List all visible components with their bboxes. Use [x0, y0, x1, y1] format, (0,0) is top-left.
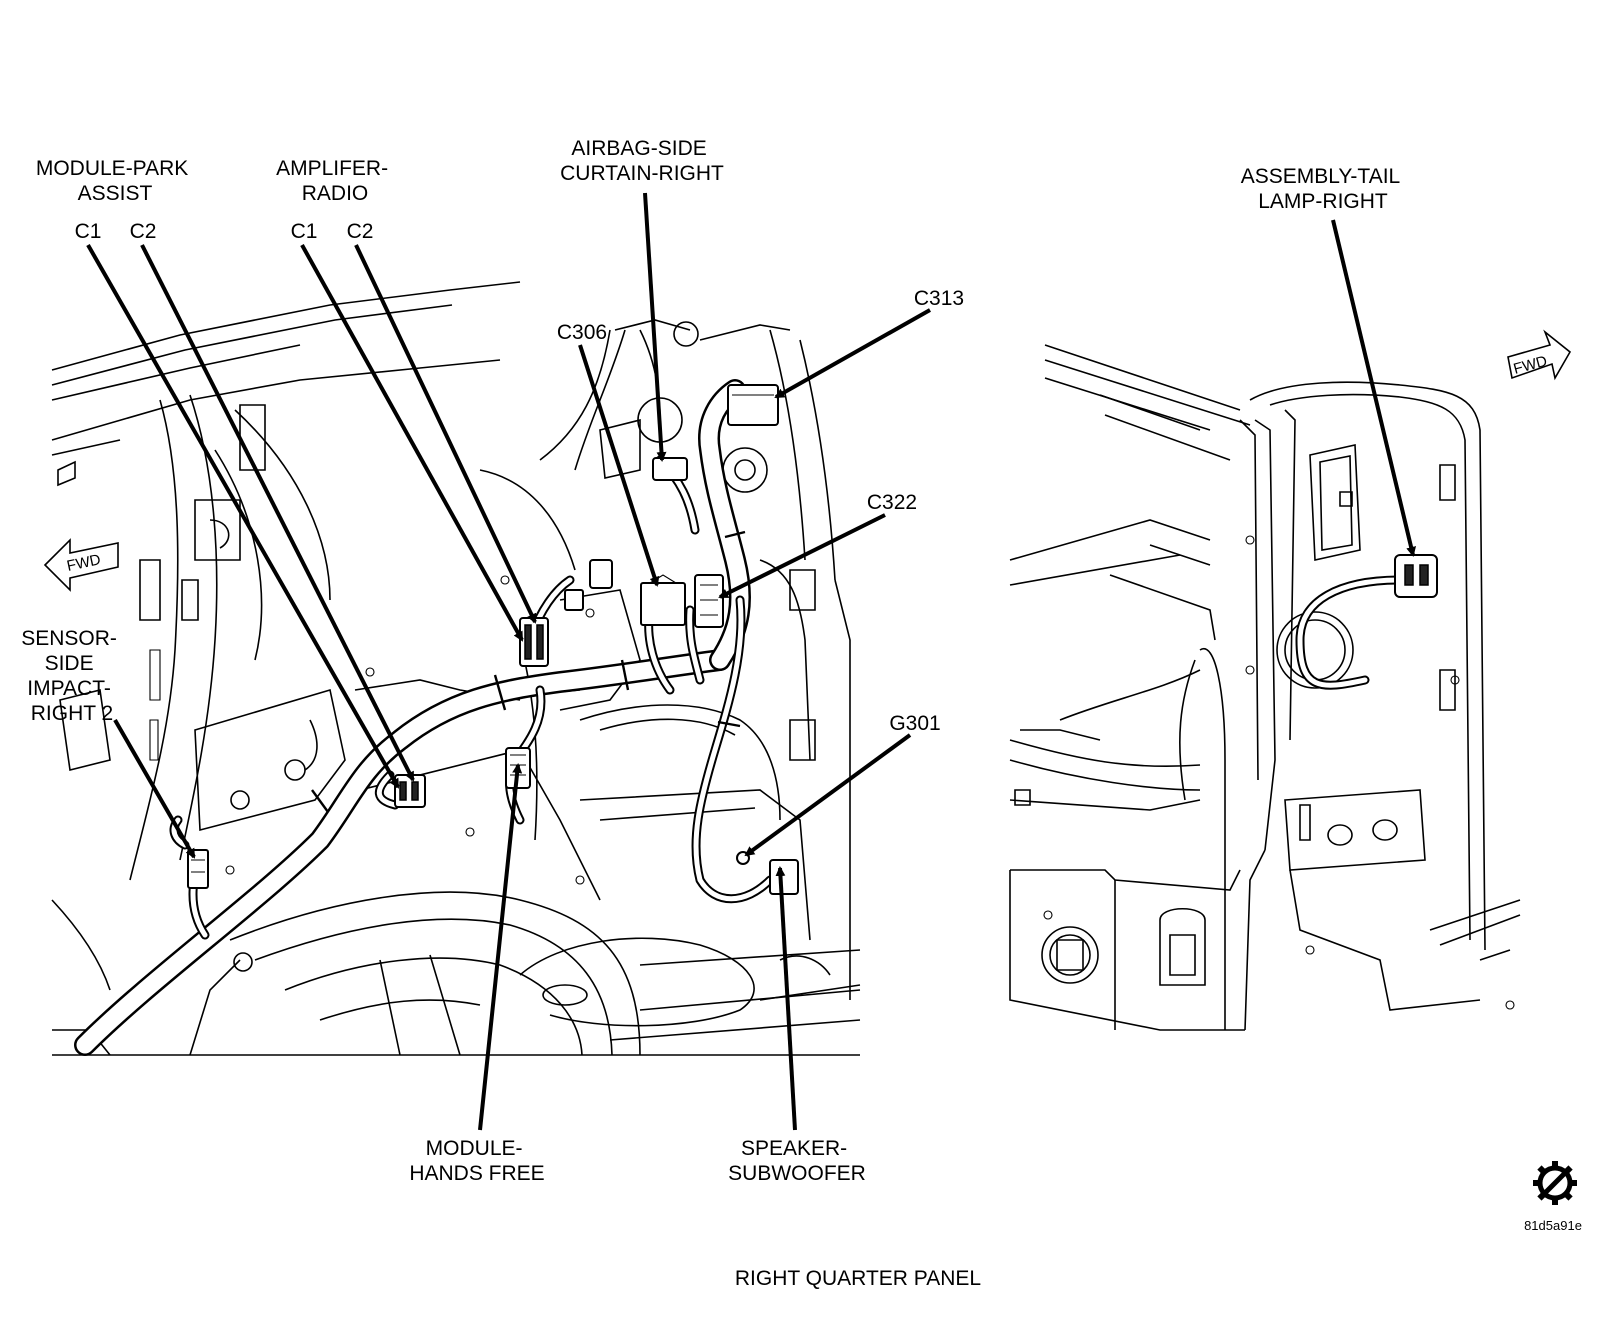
label-amplifier-radio: AMPLIFER- RADIO: [276, 157, 394, 205]
label-g301: G301: [889, 712, 940, 735]
c306-connector: [640, 582, 686, 626]
subwoofer-connector: [769, 859, 799, 895]
c322-connector: [694, 574, 724, 628]
fwd-label-right: FWD: [1512, 353, 1550, 378]
label-c313: C313: [914, 287, 964, 310]
leader-c313: [774, 308, 931, 399]
leader-c306: [578, 344, 660, 587]
leader-amplifier-c2: [354, 244, 537, 624]
tail-lamp-connector: [1394, 554, 1438, 598]
leader-park-assist-c1: [86, 244, 400, 789]
label-speaker-subwoofer: SPEAKER- SUBWOOFER: [728, 1137, 866, 1185]
right-view-body: [1009, 344, 1521, 1031]
right-view-harness: [1295, 554, 1438, 690]
fwd-arrow-left: FWD: [43, 538, 119, 592]
label-park-assist-c1: C1: [75, 220, 102, 243]
leader-amplifier-c1: [300, 244, 524, 642]
fwd-arrow-right: FWD: [1507, 329, 1572, 381]
airbag-side-curtain-connector: [652, 457, 688, 481]
service-gear-icon: [1533, 1161, 1577, 1205]
label-sensor-side-impact: SENSOR- SIDE IMPACT- RIGHT 2: [21, 627, 123, 725]
leader-hands-free: [478, 763, 523, 1131]
leader-subwoofer: [775, 866, 797, 1131]
left-view-connectors: [187, 384, 799, 895]
fwd-label-left: FWD: [65, 551, 102, 575]
left-view-harness: [74, 379, 775, 1056]
label-module-hands-free: MODULE- HANDS FREE: [409, 1137, 544, 1185]
label-c306: C306: [557, 321, 607, 344]
label-airbag-side-curtain: AIRBAG-SIDE CURTAIN-RIGHT: [560, 137, 724, 185]
c313-connector: [727, 384, 779, 426]
callout-labels: MODULE-PARK ASSIST C1 C2 AMPLIFER- RADIO…: [21, 137, 1406, 1185]
leader-g301: [744, 733, 912, 857]
label-c322: C322: [867, 491, 917, 514]
diagram-caption: RIGHT QUARTER PANEL: [735, 1267, 981, 1290]
label-amplifier-c2: C2: [347, 220, 374, 243]
leader-c322: [718, 513, 886, 599]
label-module-park-assist: MODULE-PARK ASSIST: [36, 157, 194, 205]
left-view-body: [51, 281, 861, 1056]
leader-lines: [86, 192, 1417, 1131]
label-amplifier-c1: C1: [291, 220, 318, 243]
label-assembly-tail-lamp: ASSEMBLY-TAIL LAMP-RIGHT: [1241, 165, 1406, 213]
leader-sensor-side-impact: [113, 719, 196, 859]
image-code: 81d5a91e: [1524, 1218, 1582, 1233]
label-park-assist-c2: C2: [130, 220, 157, 243]
leader-park-assist-c2: [140, 244, 415, 782]
leader-airbag-curtain: [643, 192, 667, 462]
amplifier-radio-connector: [519, 617, 549, 667]
leader-tail-lamp: [1331, 219, 1417, 557]
